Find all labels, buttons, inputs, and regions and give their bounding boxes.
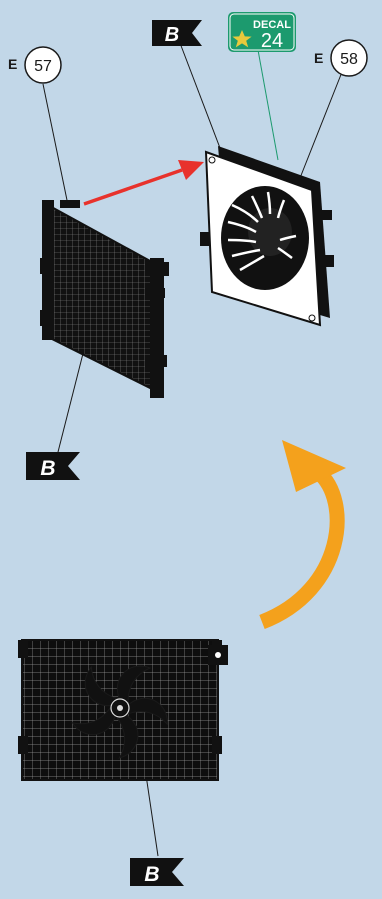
leader-flag-top [180, 43, 220, 148]
rotate-arrow-icon [262, 440, 346, 622]
part-badge-e58: E 58 [314, 40, 367, 76]
decal-number: 24 [261, 30, 283, 52]
part-prefix: E [8, 56, 17, 72]
part-prefix: E [314, 50, 323, 66]
flag-letter: B [165, 24, 179, 46]
part-badge-e57: E 57 [8, 47, 61, 83]
red-assembly-arrow-icon [84, 160, 204, 204]
flag-b-icon: B [152, 20, 202, 46]
part-number: 57 [34, 58, 52, 75]
flag-letter: B [40, 457, 55, 480]
leader-decal [258, 50, 278, 160]
assembled-radiator [18, 640, 228, 780]
flag-b-icon: B [26, 452, 80, 480]
leader-e58 [300, 72, 342, 178]
decal-sticker-icon: DECAL 24 [228, 12, 296, 52]
radiator-core [40, 200, 169, 398]
leader-e57 [43, 84, 68, 205]
part-number: 58 [340, 51, 358, 68]
fan-shroud [200, 146, 334, 325]
flag-b-icon: B [130, 858, 184, 886]
flag-letter: B [144, 863, 159, 886]
